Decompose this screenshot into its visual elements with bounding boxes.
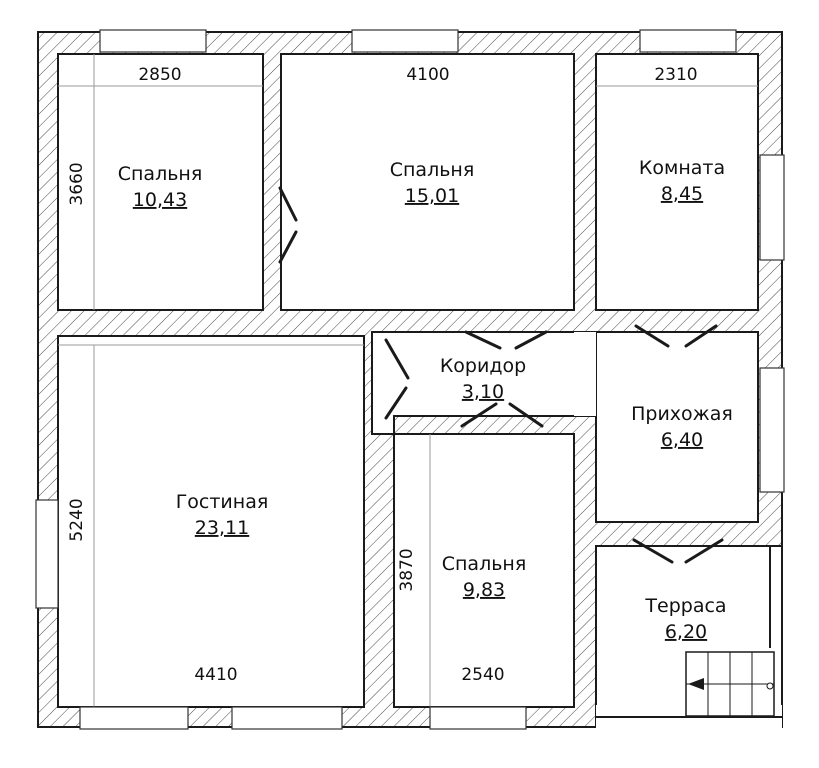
room-area: 6,20 bbox=[665, 621, 707, 643]
door-terrace-2 bbox=[684, 538, 724, 564]
room-area: 3,10 bbox=[462, 381, 504, 403]
room-name: Гостиная bbox=[176, 491, 269, 513]
room-hallway bbox=[595, 331, 759, 523]
room-name: Коридор bbox=[440, 355, 526, 377]
door-living-1 bbox=[384, 338, 410, 380]
room-name: Спальня bbox=[442, 553, 527, 575]
dimension-label: 4410 bbox=[194, 665, 237, 685]
door-room-1 bbox=[634, 324, 670, 348]
room-room bbox=[595, 53, 759, 311]
dimension-label: 3660 bbox=[67, 162, 87, 205]
dimension-label: 4100 bbox=[406, 65, 449, 85]
dimension-label: 2540 bbox=[461, 665, 504, 685]
window-right-2 bbox=[759, 367, 785, 493]
window-top-2 bbox=[351, 29, 459, 53]
door-corridor-1 bbox=[464, 330, 502, 350]
door-corridor-2 bbox=[514, 330, 548, 350]
door-bedroom-1 bbox=[278, 186, 298, 222]
stairs bbox=[685, 651, 775, 717]
room-name: Спальня bbox=[118, 163, 203, 185]
dimension-label: 2850 bbox=[138, 65, 181, 85]
room-name: Комната bbox=[639, 157, 725, 179]
room-area: 6,40 bbox=[661, 429, 703, 451]
window-bottom-2 bbox=[231, 706, 343, 730]
door-bedroom-3-1 bbox=[460, 402, 498, 428]
doors bbox=[278, 186, 724, 564]
room-bedroom-3 bbox=[393, 433, 575, 708]
window-left-1 bbox=[35, 499, 59, 609]
room-bedroom-2 bbox=[280, 53, 575, 311]
room-area: 15,01 bbox=[405, 185, 459, 207]
room-name: Терраса bbox=[644, 595, 726, 617]
door-bedroom-3-2 bbox=[508, 402, 544, 428]
room-living bbox=[57, 335, 365, 708]
room-area: 9,83 bbox=[463, 579, 505, 601]
corridor-opening bbox=[574, 332, 596, 416]
room-bedroom-1 bbox=[57, 53, 264, 311]
room-area: 10,43 bbox=[133, 189, 187, 211]
room-name: Спальня bbox=[390, 159, 475, 181]
window-bottom-1 bbox=[79, 706, 189, 730]
door-living-2 bbox=[384, 386, 408, 420]
dimension-label: 5240 bbox=[67, 498, 87, 541]
room-area: 23,11 bbox=[195, 517, 249, 539]
room-area: 8,45 bbox=[661, 183, 703, 205]
window-right-1 bbox=[759, 154, 785, 261]
door-terrace-1 bbox=[632, 538, 674, 564]
door-bedroom-2 bbox=[278, 230, 298, 264]
dimension-label: 3870 bbox=[397, 548, 417, 591]
window-bottom-3 bbox=[429, 706, 527, 730]
dimension-label: 2310 bbox=[654, 65, 697, 85]
window-top-3 bbox=[639, 29, 737, 53]
door-room-2 bbox=[684, 324, 718, 348]
room-name: Прихожая bbox=[631, 403, 733, 425]
window-top-1 bbox=[99, 29, 207, 53]
